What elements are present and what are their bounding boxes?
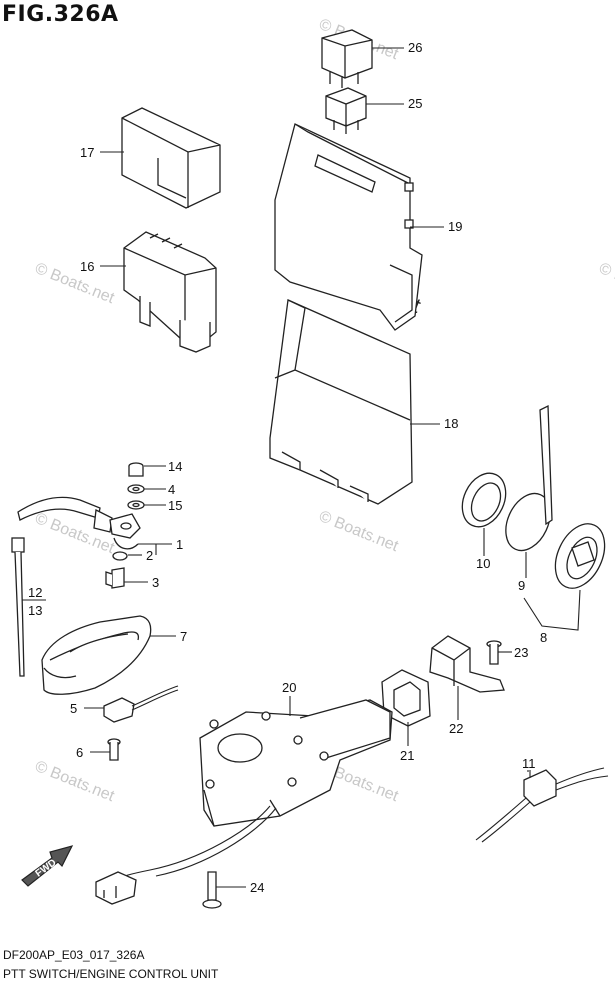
figure-title: FIG.326A: [2, 2, 119, 27]
callout-4: 4: [168, 482, 175, 497]
callout-8: 8: [540, 630, 547, 645]
part-22-bracket: [429, 635, 505, 693]
callout-5: 5: [70, 701, 77, 716]
part-4-washer: [127, 484, 145, 494]
motor-connector: [95, 871, 137, 905]
part-15-washer: [127, 500, 145, 510]
part-3-clip: [105, 567, 125, 589]
part-8-trim-switch: [539, 404, 606, 589]
callout-17: 17: [80, 145, 94, 160]
part-26-relay: [321, 29, 373, 88]
callout-20: 20: [282, 680, 296, 695]
part-12-cable-tie: [11, 537, 25, 677]
part-6-bolt: [107, 738, 121, 761]
callout-2: 2: [146, 548, 153, 563]
fwd-arrow-icon: FWD: [21, 845, 74, 887]
part-23-bolt: [486, 640, 502, 665]
callout-10: 10: [476, 556, 490, 571]
callout-23: 23: [514, 645, 528, 660]
figure-code: DF200AP_E03_017_326A: [3, 948, 145, 962]
callout-22: 22: [449, 721, 463, 736]
part-10-grommet: [461, 472, 507, 528]
part-2-washer: [112, 551, 128, 561]
callout-14: 14: [168, 459, 182, 474]
callout-19: 19: [448, 219, 462, 234]
part-11-harness: [475, 767, 609, 843]
part-14-bolt: [128, 462, 144, 477]
part-18-ecu: [269, 299, 413, 505]
callout-18: 18: [444, 416, 458, 431]
part-19-holder: [274, 123, 423, 331]
part-17-cover: [121, 107, 221, 209]
callout-6: 6: [76, 745, 83, 760]
part-1-sensor-cable: [17, 496, 141, 550]
callout-24: 24: [250, 880, 264, 895]
watermark: © Boats.net: [33, 260, 118, 307]
callout-1: 1: [176, 537, 183, 552]
part-5-switch: [103, 685, 179, 723]
callout-12: 12: [28, 585, 42, 600]
watermark: © Boats.net: [33, 758, 118, 805]
callout-13: 13: [28, 603, 42, 618]
watermark: © Boats.net: [317, 508, 402, 555]
callout-16: 16: [80, 259, 94, 274]
part-7-switch-holder: [41, 615, 152, 695]
part-20-ptt-motor: [107, 699, 393, 887]
callouts: 26 25 17 19 16 18 14 4 15 1 2 3: [22, 40, 581, 895]
callout-9: 9: [518, 578, 525, 593]
callout-21: 21: [400, 748, 414, 763]
callout-11: 11: [522, 756, 536, 771]
part-21-mount: [381, 669, 431, 727]
callout-3: 3: [152, 575, 159, 590]
part-9-o-ring: [505, 492, 551, 552]
callout-26: 26: [408, 40, 422, 55]
callout-15: 15: [168, 498, 182, 513]
callout-7: 7: [180, 629, 187, 644]
callout-25: 25: [408, 96, 422, 111]
part-25-relay: [325, 87, 367, 134]
part-16-connector: [123, 231, 217, 353]
figure-caption: PTT SWITCH/ENGINE CONTROL UNIT: [3, 967, 219, 981]
watermark: © Boats.net: [597, 260, 615, 307]
part-24-bolt: [202, 871, 222, 909]
